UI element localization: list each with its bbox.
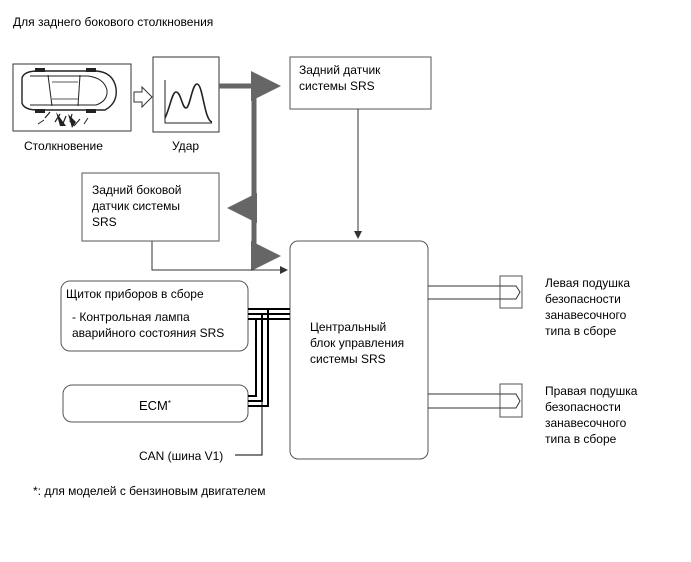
rear-side-srs-sensor-box: Задний боковой датчик системы SRS	[81, 172, 220, 242]
right-airbag-output	[428, 383, 523, 418]
left-airbag-line2: безопасности	[545, 292, 621, 306]
combination-meter-box: Щиток приборов в сборе - Контрольная лам…	[60, 280, 249, 352]
rear-side-sensor-to-central-line	[151, 241, 288, 274]
left-airbag-line1: Левая подушка	[545, 276, 630, 290]
right-airbag-line4: типа в сборе	[545, 432, 617, 446]
right-airbag-line3: занавесочного	[545, 416, 627, 430]
srs-warning-lamp-line2: аварийного состояния SRS	[72, 326, 224, 340]
collision-label: Столкновение	[24, 139, 103, 153]
hollow-arrow-icon	[133, 85, 153, 109]
left-airbag-line3: занавесочного	[545, 308, 627, 322]
impact-signal-bus	[219, 71, 281, 271]
combination-meter-title: Щиток приборов в сборе	[66, 287, 204, 301]
rear-srs-sensor-line1: Задний датчик	[299, 63, 381, 77]
central-srs-unit-box: Центральный блок управления системы SRS	[289, 240, 429, 460]
central-unit-line3: системы SRS	[310, 352, 386, 366]
car-collision-icon	[21, 68, 117, 128]
central-unit-line1: Центральный	[310, 320, 386, 334]
impact-label: Удар	[172, 139, 199, 153]
rear-side-sensor-line1: Задний боковой	[92, 183, 182, 197]
footnote: *: для моделей с бензиновым двигателем	[33, 484, 265, 498]
right-airbag-line2: безопасности	[545, 400, 621, 414]
right-airbag-line1: Правая подушка	[545, 384, 638, 398]
rear-side-sensor-line2: датчик системы	[92, 199, 180, 213]
rear-side-sensor-line3: SRS	[92, 215, 117, 229]
rear-srs-sensor-box: Задний датчик системы SRS	[289, 56, 432, 110]
collision-picture	[12, 63, 132, 132]
rear-srs-sensor-line2: системы SRS	[299, 79, 375, 93]
ecm-box: ECM*	[62, 384, 249, 423]
ecm-label: ECM*	[139, 398, 171, 413]
impact-picture	[152, 56, 220, 133]
can-bus-lines	[235, 308, 290, 456]
can-bus-label: CAN (шина V1)	[139, 449, 223, 463]
srs-warning-lamp-line1: - Контрольная лампа	[72, 310, 190, 324]
impact-graph-icon	[164, 80, 213, 124]
ecm-footnote-mark: *	[168, 399, 171, 408]
left-airbag-line4: типа в сборе	[545, 324, 617, 338]
left-airbag-output	[428, 275, 523, 309]
page-title: Для заднего бокового столкновения	[13, 15, 213, 29]
central-unit-line2: блок управления	[310, 336, 404, 350]
